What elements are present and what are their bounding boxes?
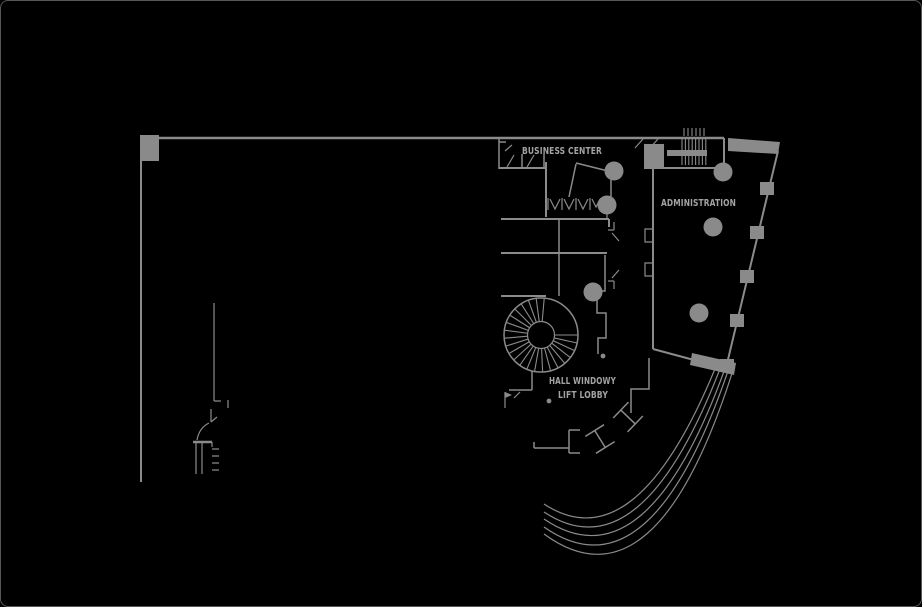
hall-windowy-label: HALL WINDOWY [549,376,616,387]
round-columns [546,161,733,404]
wardrobe-rack-icon [547,198,601,211]
spiral-staircase [503,297,579,408]
small-column [600,353,606,359]
room-labels: BUSINESS CENTER ADMINISTRATION HALL WIND… [522,146,736,401]
corridor-wall [644,169,695,361]
column [689,303,709,323]
lift-shaft [630,358,650,413]
door-swing-icon [634,138,659,149]
column [703,217,723,237]
business-center-label: BUSINESS CENTER [522,146,602,157]
small-column [546,398,552,404]
column [713,162,733,182]
stair-treads [681,128,707,165]
column [583,282,603,302]
spiral-staircase-treads [504,298,578,372]
slanted-facade-wall [720,150,779,373]
stair-landing [667,150,707,156]
top-right-thick-wall [728,138,780,154]
door-swing-icon [506,154,535,168]
column [597,195,617,215]
middle-rooms [501,218,620,297]
stair-core-block [644,144,664,167]
lift-lobby-area [533,358,650,454]
administration-label: ADMINISTRATION [661,198,736,209]
business-center-room [498,139,612,219]
pilaster [750,226,764,239]
lift-door-icon [584,424,616,454]
door-swing-icon [611,232,620,279]
door-leaf-icon [505,392,512,398]
pilaster [760,182,774,195]
hall-east-wall [596,255,607,354]
lift-lobby-label: LIFT LOBBY [558,390,608,401]
perimeter-walls [140,135,780,482]
corner-column [140,135,159,161]
main-staircase [634,128,725,169]
facade-anchor-block [690,353,736,375]
pilaster [740,270,754,283]
lift-door-icon [612,401,644,433]
service-stair-detail [193,303,229,474]
column [604,161,624,181]
pilaster [730,314,744,327]
curved-glass-facade [543,353,736,555]
